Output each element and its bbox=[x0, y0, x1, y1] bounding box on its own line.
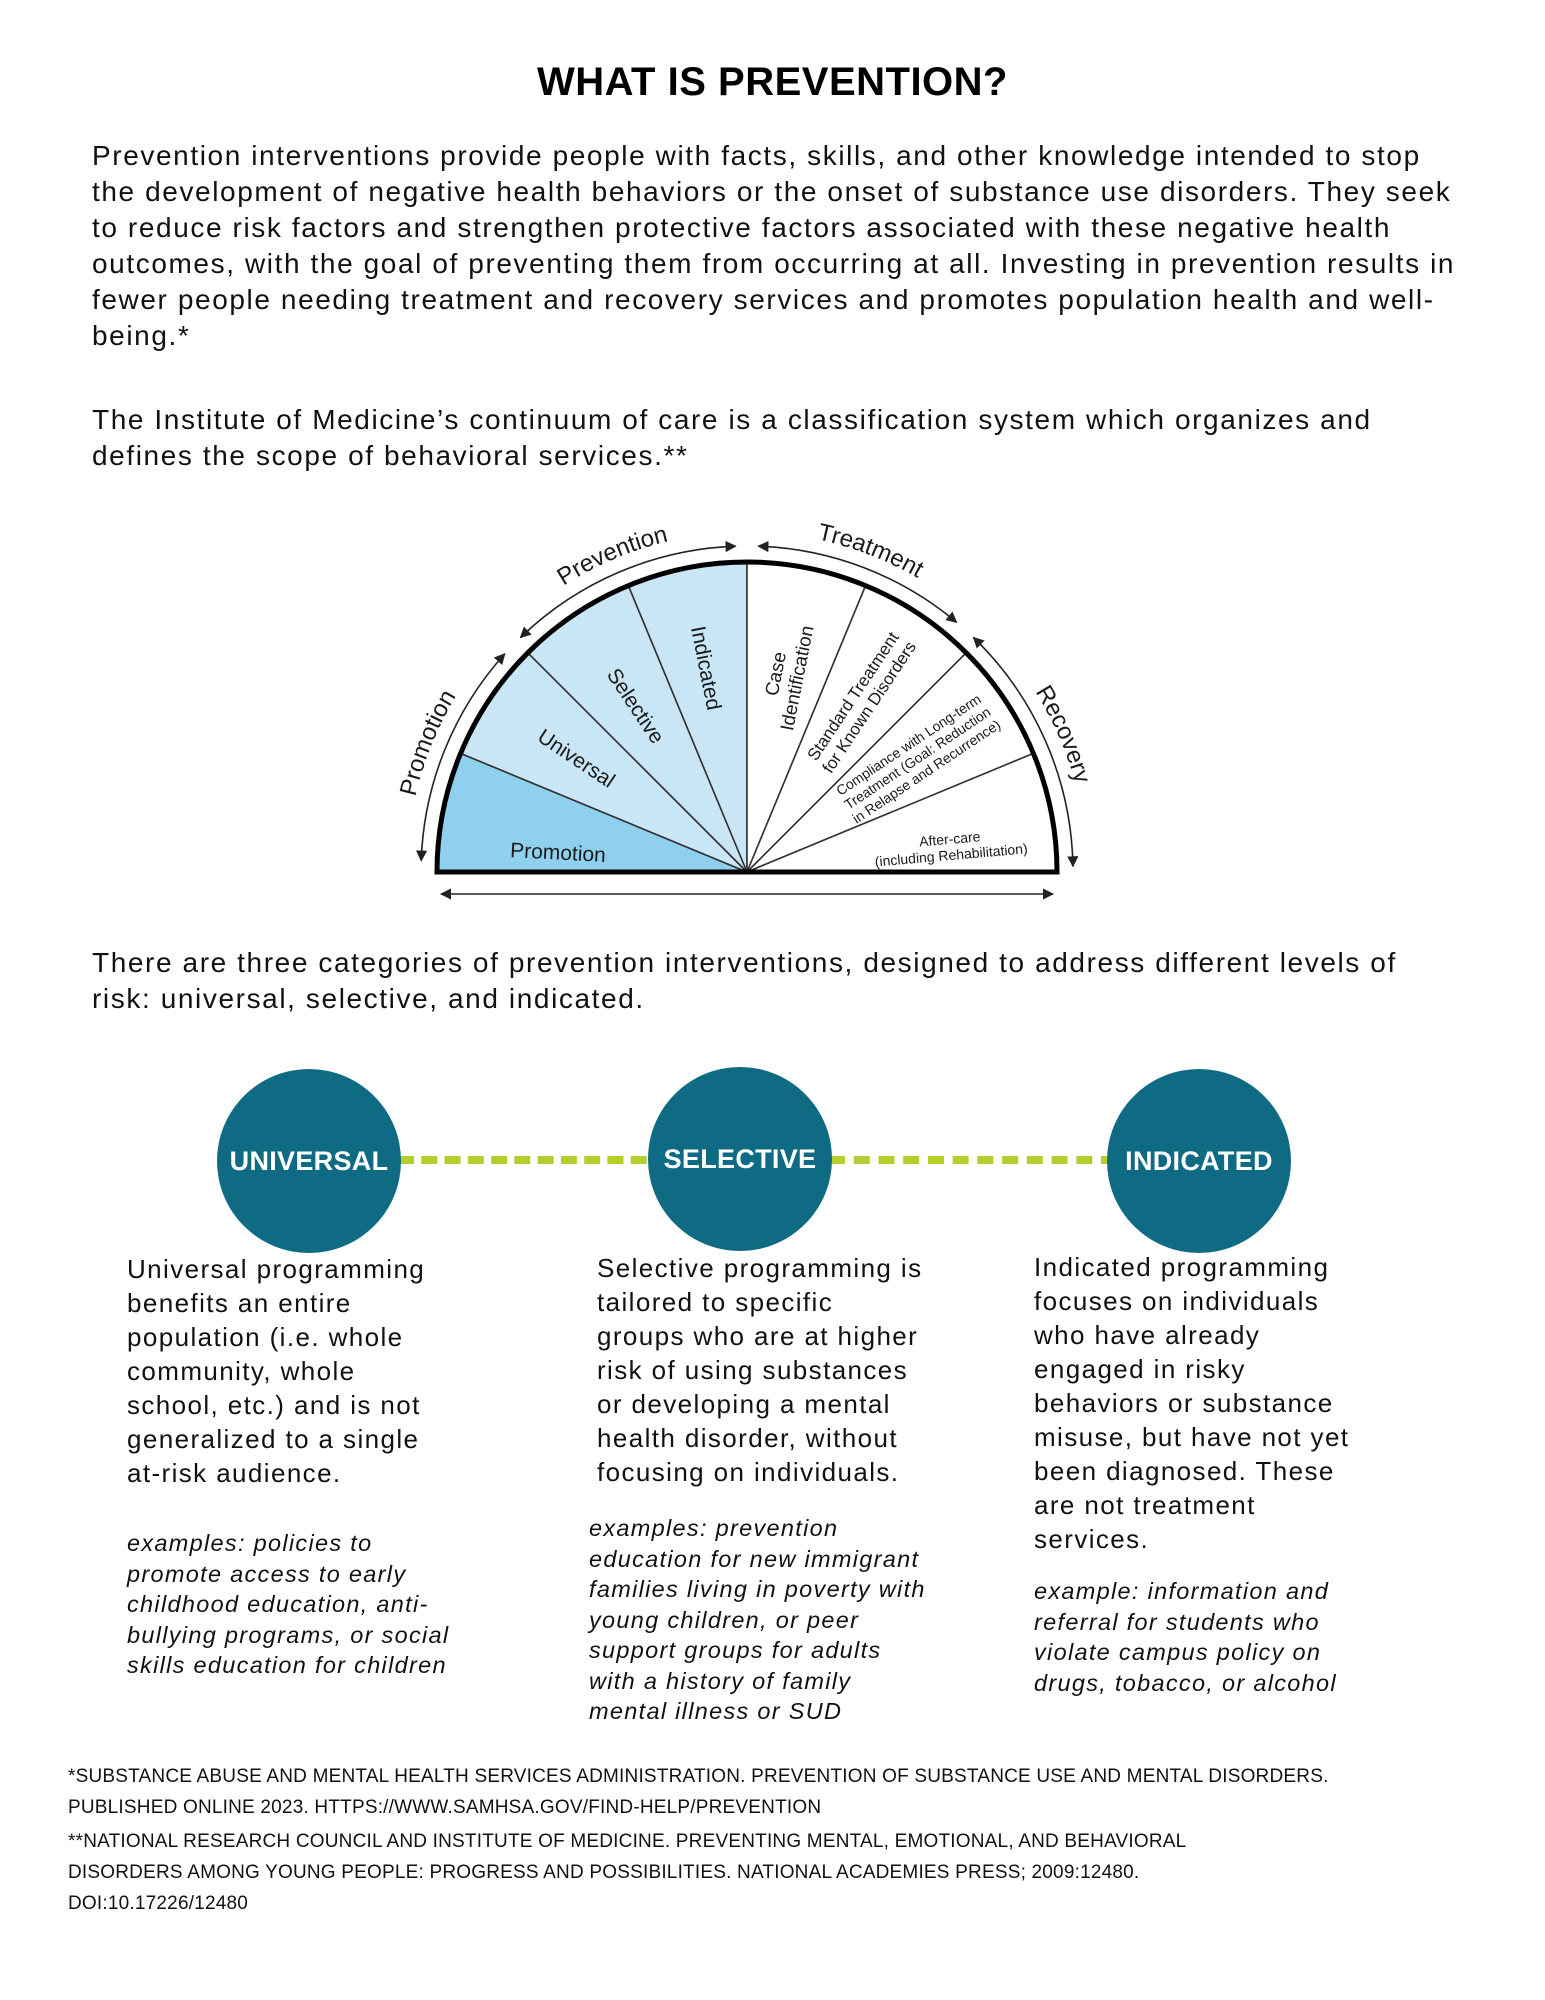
indicated-description-line: been diagnosed. These bbox=[1034, 1456, 1335, 1486]
universal-description: Universal programming benefits an entire p… bbox=[127, 1252, 425, 1490]
universal-label: UNIVERSAL bbox=[229, 1145, 389, 1176]
indicated-description-line: focuses on individuals bbox=[1034, 1286, 1320, 1316]
universal-description-line: school, etc.) and is not bbox=[127, 1390, 421, 1420]
selective-examples-line: examples: prevention bbox=[589, 1515, 839, 1541]
treatment-arrow bbox=[757, 540, 958, 623]
reference-2: **NATIONAL RESEARCH COUNCIL AND INSTITUT… bbox=[68, 1826, 1488, 1919]
indicated-examples-line: referral for students who bbox=[1034, 1608, 1320, 1635]
prevention-arrow bbox=[519, 540, 737, 639]
selective-examples-line: mental illness or SUD bbox=[589, 1698, 843, 1724]
intro-paragraph-1: Prevention interventions provide people … bbox=[92, 140, 1456, 351]
universal-description-line: at-risk audience. bbox=[127, 1458, 342, 1488]
universal-examples-line: bullying programs, or social bbox=[127, 1621, 450, 1648]
universal-examples: examples: policies to promote access to e… bbox=[127, 1528, 449, 1681]
indicated-description-line: misuse, but have not yet bbox=[1034, 1422, 1350, 1452]
selective-description-line: health disorder, without bbox=[597, 1423, 898, 1453]
indicated-description-line: engaged in risky bbox=[1034, 1354, 1246, 1384]
selective-description-line: tailored to specific bbox=[597, 1287, 834, 1317]
reference-2-line: DISORDERS AMONG YOUNG PEOPLE: PROGRESS A… bbox=[68, 1862, 1140, 1883]
universal-description-line: community, whole bbox=[127, 1356, 356, 1386]
selective-examples-line: education for new immigrant bbox=[589, 1545, 920, 1572]
universal-description-line: generalized to a single bbox=[127, 1424, 420, 1454]
selective-description: Selective programming is tailored to spec… bbox=[597, 1251, 923, 1489]
page-title: WHAT IS PREVENTION? bbox=[537, 60, 1008, 104]
selective-examples-line: young children, or peer bbox=[589, 1606, 860, 1633]
reference-1-line: PUBLISHED ONLINE 2023. HTTPS://WWW.SAMHS… bbox=[68, 1797, 822, 1818]
intro-paragraph-2: The Institute of Medicine’s continuum of… bbox=[92, 404, 1372, 471]
indicated-description: Indicated programming focuses on individu… bbox=[1034, 1250, 1349, 1556]
indicated-description-line: Indicated programming bbox=[1034, 1252, 1330, 1282]
reference-1: *SUBSTANCE ABUSE AND MENTAL HEALTH SERVI… bbox=[68, 1761, 1488, 1823]
promotion-arrow bbox=[415, 653, 506, 862]
universal-description-line: benefits an entire bbox=[127, 1288, 352, 1318]
indicated-description-line: behaviors or substance bbox=[1034, 1388, 1334, 1418]
universal-examples-line: examples: policies to bbox=[127, 1530, 373, 1556]
reference-1-line: *SUBSTANCE ABUSE AND MENTAL HEALTH SERVI… bbox=[68, 1766, 1329, 1787]
connector-dashed-line-2 bbox=[829, 1156, 1117, 1164]
selective-label: SELECTIVE bbox=[663, 1143, 817, 1174]
selective-examples-line: families living in poverty with bbox=[589, 1576, 926, 1602]
selective-description-line: or developing a mental bbox=[597, 1389, 891, 1419]
universal-examples-line: childhood education, anti- bbox=[127, 1591, 429, 1617]
recovery-arrow bbox=[972, 636, 1079, 868]
indicated-circle: INDICATED bbox=[1107, 1069, 1291, 1253]
indicated-description-line: who have already bbox=[1034, 1320, 1261, 1350]
selective-description-line: Selective programming is bbox=[597, 1253, 923, 1283]
indicated-examples: example: information and referral for stu… bbox=[1034, 1576, 1337, 1698]
selective-description-line: focusing on individuals. bbox=[597, 1457, 900, 1487]
indicated-examples-line: violate campus policy on bbox=[1034, 1639, 1322, 1665]
universal-description-line: population (i.e. whole bbox=[127, 1322, 404, 1352]
universal-description-line: Universal programming bbox=[127, 1254, 426, 1284]
indicated-description-line: services. bbox=[1034, 1524, 1150, 1554]
categories-intro: There are three categories of prevention… bbox=[92, 947, 1397, 1014]
universal-circle: UNIVERSAL bbox=[217, 1069, 401, 1253]
continuum-segment-label-0: Promotion bbox=[510, 839, 607, 867]
reference-2-line: **NATIONAL RESEARCH COUNCIL AND INSTITUT… bbox=[68, 1831, 1187, 1852]
indicated-label: INDICATED bbox=[1125, 1145, 1273, 1176]
selective-circle: SELECTIVE bbox=[648, 1067, 832, 1251]
universal-examples-line: promote access to early bbox=[127, 1560, 407, 1587]
selective-description-line: groups who are at higher bbox=[597, 1321, 919, 1351]
indicated-examples-line: example: information and bbox=[1034, 1578, 1330, 1604]
universal-examples-line: skills education for children bbox=[127, 1652, 447, 1678]
selective-description-line: risk of using substances bbox=[597, 1355, 909, 1385]
selective-examples: examples: prevention education for new im… bbox=[589, 1513, 926, 1727]
reference-2-line: DOI:10.17226/12480 bbox=[68, 1893, 249, 1914]
indicated-examples-line: drugs, tobacco, or alcohol bbox=[1034, 1669, 1337, 1696]
connector-dashed-line-1 bbox=[398, 1156, 670, 1164]
indicated-description-line: are not treatment bbox=[1034, 1490, 1256, 1520]
selective-examples-line: support groups for adults bbox=[589, 1637, 882, 1663]
selective-examples-line: with a history of family bbox=[589, 1667, 852, 1694]
